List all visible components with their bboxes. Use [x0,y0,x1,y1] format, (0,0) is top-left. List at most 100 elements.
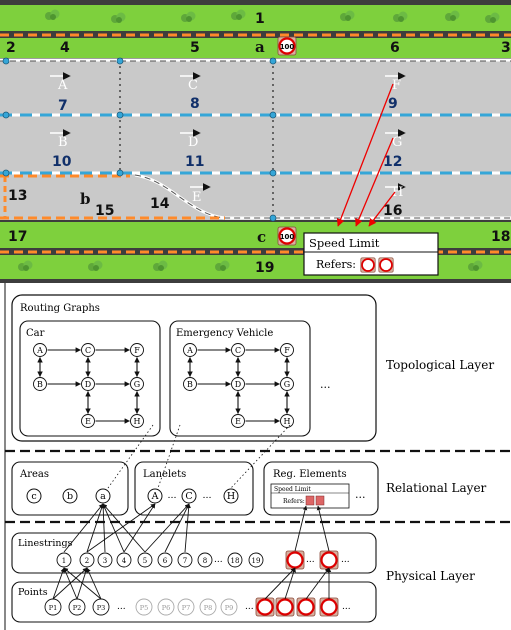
lanelet-label-G: G [392,135,402,150]
graph-node-D: D [231,377,245,391]
svg-text:P7: P7 [182,604,191,612]
ls-label-2: 2 [6,40,16,56]
reg-element-item-title: Speed Limit [274,486,311,493]
svg-text:2: 2 [85,557,89,565]
merge-line-dash [134,174,511,219]
area-label-b: b [80,190,91,208]
ls-label-19: 19 [255,260,274,276]
point-sign-3 [295,596,317,618]
lanelet-label-C: C [188,78,198,93]
lanelets-box [134,461,254,516]
physical-layer-label: Physical Layer [386,569,475,583]
area-label-a: a [255,38,265,56]
graph-node-A: A [33,343,47,357]
lanelet-label-E: E [192,190,202,205]
graph-node-F: F [130,343,144,357]
lanelet-label-A: A [57,78,68,93]
point-sign-2 [274,596,296,618]
svg-text:8: 8 [203,557,207,565]
emergency-graph-title: Emergency Vehicle [176,328,273,339]
speed-sign-bottom: 100 [276,225,298,247]
routing-graphs-title: Routing Graphs [20,303,100,314]
svg-text:1: 1 [62,557,66,565]
svg-text:F: F [134,346,140,355]
area-node-b: b [67,491,73,502]
reg-elements-title: Reg. Elements [273,469,347,480]
ls-label-17: 17 [8,229,27,245]
speed-limit-callout: Speed Limit Refers: [303,232,439,276]
linestrings-title: Linestrings [18,538,73,549]
area-node-a: a [100,491,106,502]
area-label-c: c [257,228,266,246]
graph-node-C: C [231,343,245,357]
linestring-node-3: 3 [97,552,113,568]
ls-label-12: 12 [383,154,402,170]
ls-label-9: 9 [388,96,398,112]
point-node-P9: P9 [220,598,238,616]
point-sign-1 [254,596,276,618]
topological-layer-label: Topological Layer [386,358,494,372]
svg-text:19: 19 [252,557,261,565]
callout-title: Speed Limit [309,236,380,250]
car-graph-title: Car [26,328,45,339]
map-scene: 1 2 4 5 6 3 7 8 9 10 11 12 13 15 14 16 1… [0,0,511,283]
point-sign-4 [318,596,340,618]
linestring-node-2: 2 [79,552,95,568]
svg-text:P3: P3 [97,604,106,612]
linestring-node-6: 6 [157,552,173,568]
svg-text:P6: P6 [162,604,171,612]
svg-text:E: E [235,417,241,426]
svg-text:C: C [235,346,241,355]
svg-text:...: ... [306,555,315,565]
svg-text:P9: P9 [225,604,234,612]
point-node-P3: P3 [92,598,110,616]
ls-label-18: 18 [491,229,510,245]
point-node-P1: P1 [44,598,62,616]
top-grass-strip [0,5,511,31]
graph-node-G: G [130,377,144,391]
svg-text:3: 3 [103,557,107,565]
lanelets-dots-2: ... [202,490,211,501]
upper-grass-strip [0,38,511,58]
svg-text:A: A [186,346,193,355]
svg-text:H: H [134,417,141,426]
points-dots: ... [117,602,126,612]
point-node-P7: P7 [177,598,195,616]
linestring-sign-2 [318,549,340,571]
linestring-node-5: 5 [137,552,153,568]
svg-text:7: 7 [183,557,187,565]
ls-label-11: 11 [185,154,204,170]
ls-label-13: 13 [8,188,27,204]
svg-text:D: D [85,380,91,389]
point-node-P2: P2 [68,598,86,616]
ls-label-14: 14 [150,196,170,212]
svg-text:C: C [85,346,91,355]
ls-label-15: 15 [95,203,114,219]
graph-node-D: D [81,377,95,391]
lanelets-title: Lanelets [143,469,186,480]
svg-text:...: ... [342,602,351,612]
ls-label-16: 16 [383,203,402,219]
lanelet-label-B: B [58,135,68,150]
topological-more: ... [320,378,331,391]
linestring-number-labels: 1 2 4 5 6 3 7 8 9 10 11 12 13 15 14 16 1… [6,11,511,276]
svg-text:P5: P5 [140,604,149,612]
direction-arrows [50,72,406,191]
speed-sign-top: 100 [276,35,298,57]
ls-label-4: 4 [60,40,70,56]
lanelet-node-H: H [227,491,235,502]
graph-node-A: A [183,343,197,357]
ls-label-8: 8 [190,96,200,112]
linestring-sign-1 [284,549,306,571]
ls-label-5: 5 [190,40,200,56]
svg-text:P2: P2 [73,604,82,612]
svg-text:100: 100 [280,233,295,241]
graph-node-E: E [231,414,245,428]
ls-label-1: 1 [255,11,265,27]
svg-text:100: 100 [280,43,295,51]
